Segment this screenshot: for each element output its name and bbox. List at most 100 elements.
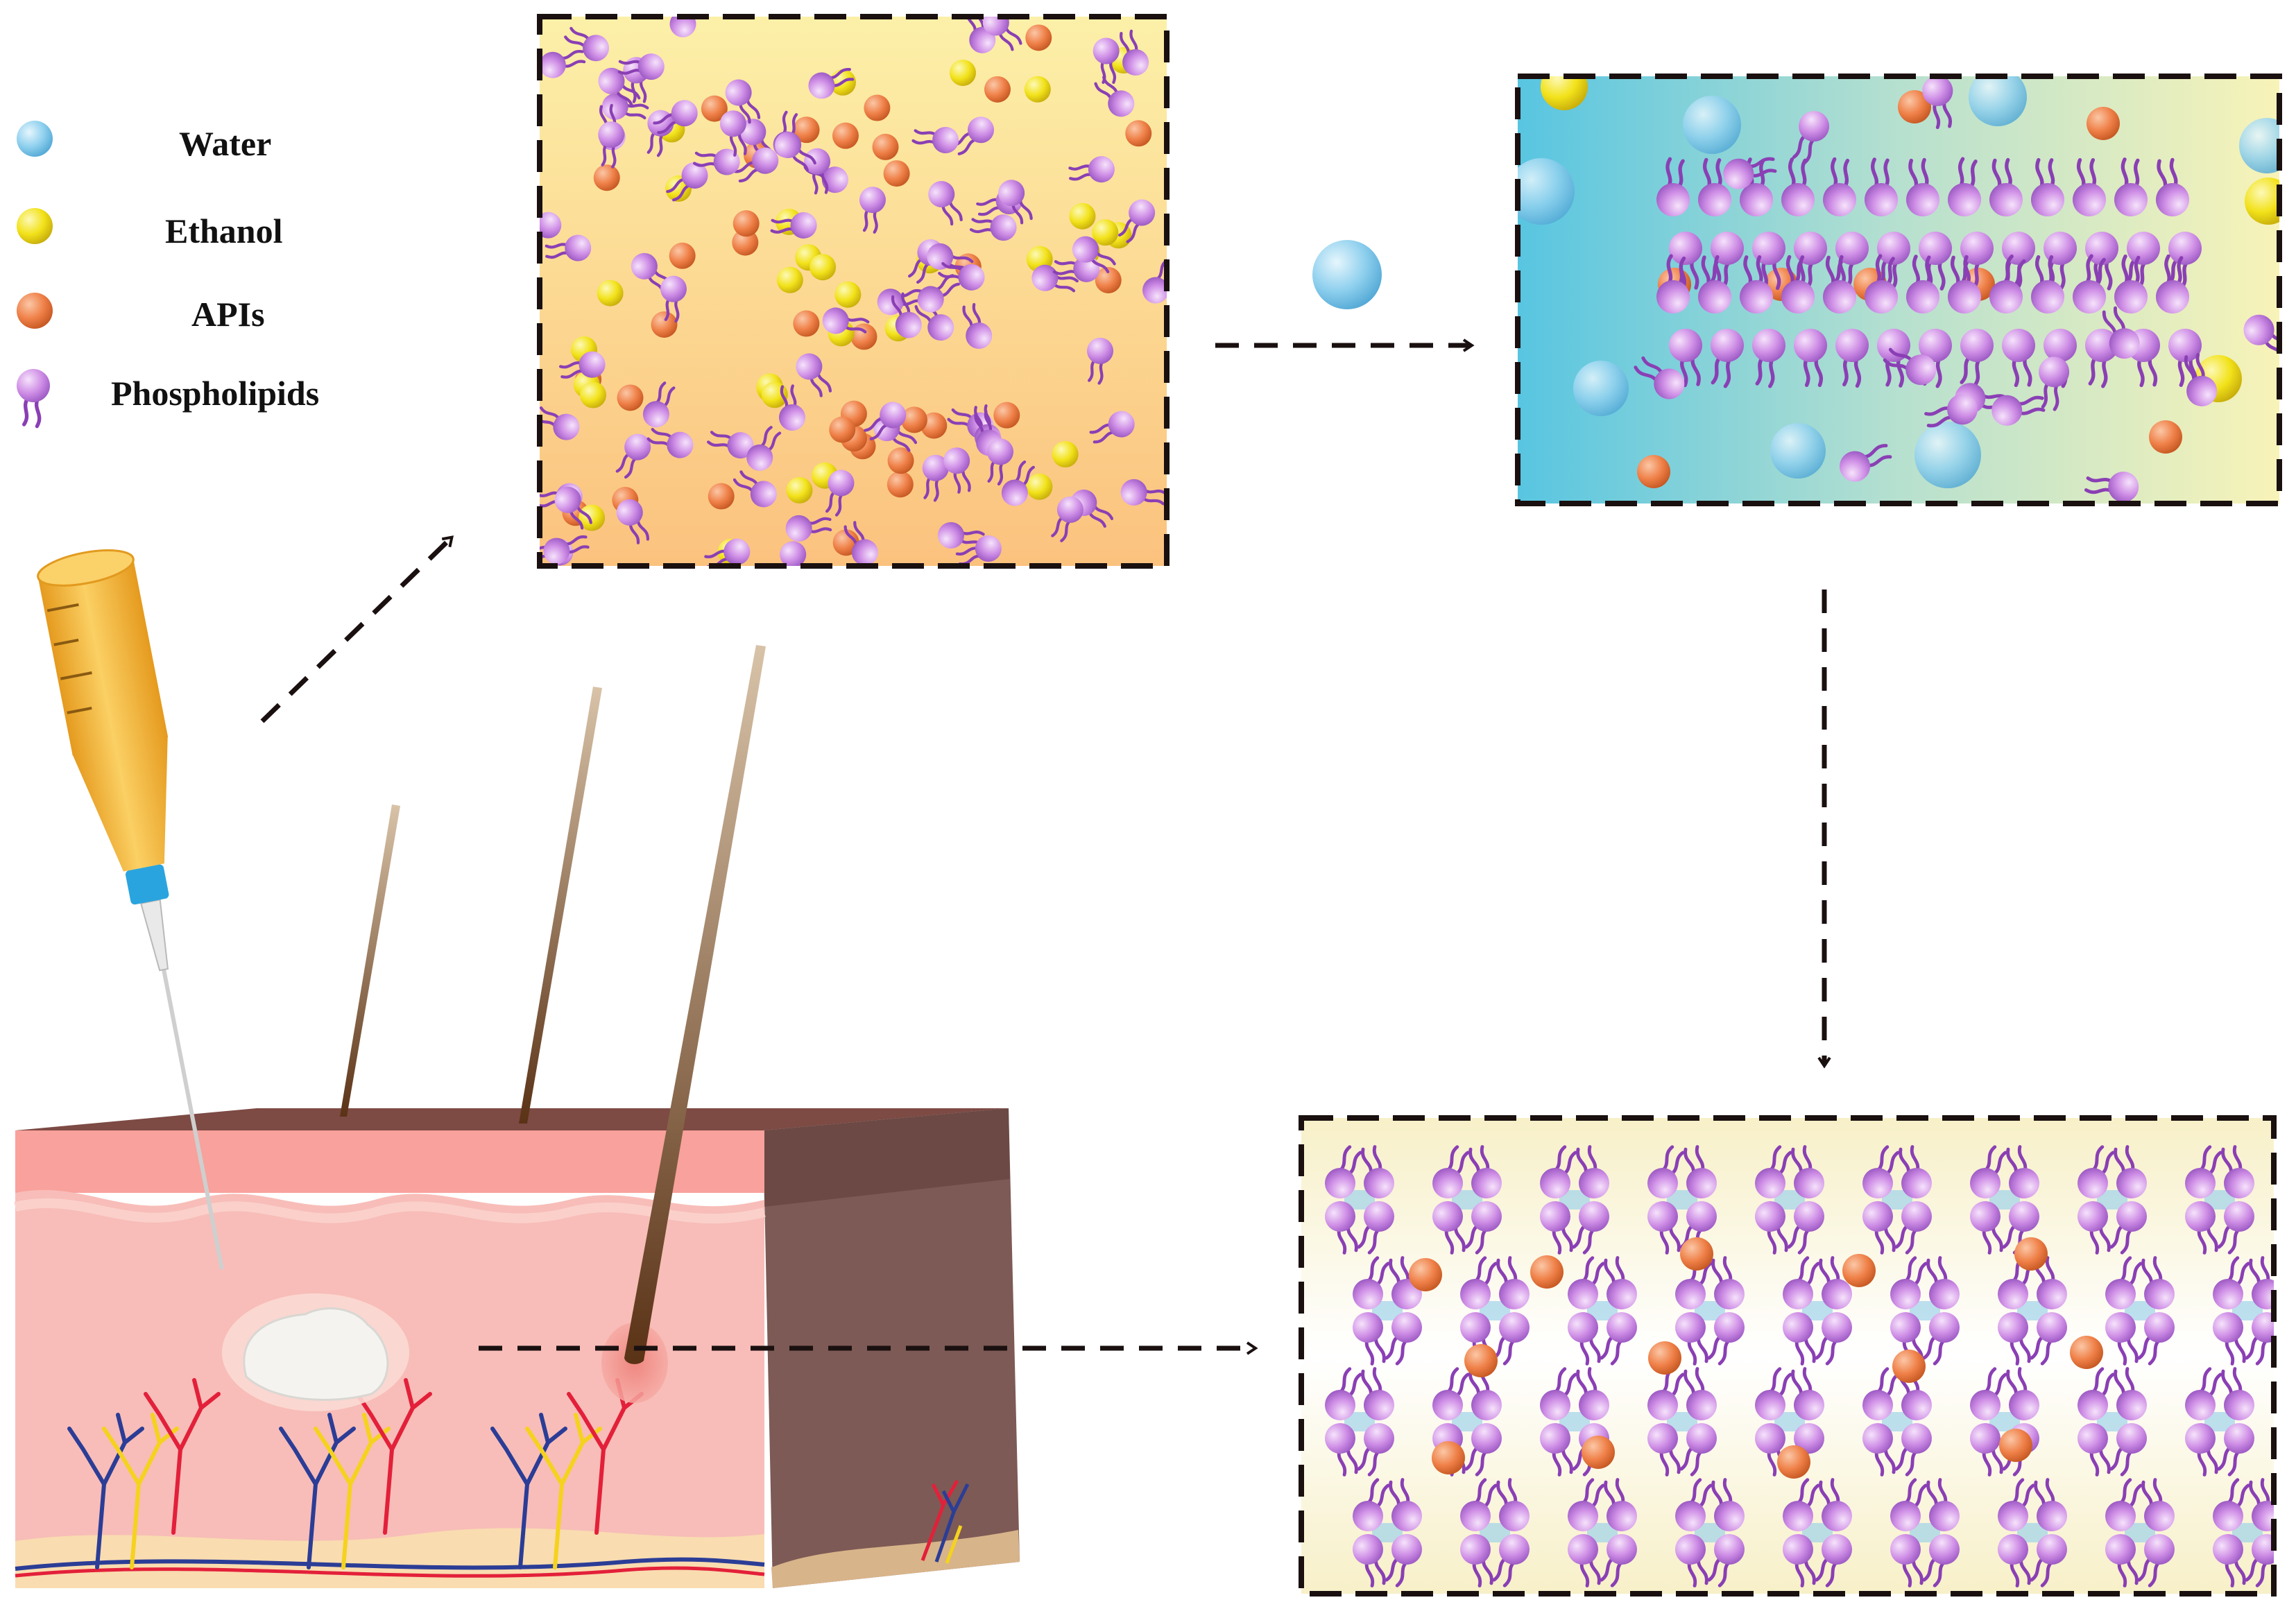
vessel-tree-blue (279, 1413, 356, 1569)
api-molecule (993, 402, 1020, 429)
ethanol-molecule (1541, 76, 1588, 110)
phospholipid-molecule (1117, 199, 1156, 243)
phospholipid-molecule (2031, 157, 2064, 216)
skin-top-surface (15, 1108, 1009, 1130)
panel-water-addition (1515, 74, 2282, 506)
phospholipid-molecule (1922, 76, 1953, 130)
phospholipid-molecule (734, 147, 779, 183)
phospholipid-molecule (780, 541, 807, 566)
phospholipid-molecule (725, 79, 761, 124)
phospholipid-molecule (1989, 255, 2026, 313)
phospholipid-molecule (943, 447, 971, 494)
phospholipid-molecule (2221, 1145, 2254, 1198)
ethanol-molecule (809, 254, 837, 281)
api-molecule (829, 416, 856, 443)
phospholipid-molecule (545, 234, 592, 261)
skin-side-vessel-blue (934, 1483, 970, 1563)
ethanol-molecule (786, 476, 813, 504)
phospholipid-molecule (1576, 1145, 1609, 1198)
phospholipid-molecule (969, 214, 1017, 241)
phospholipid-molecule (1634, 356, 1685, 399)
legend-water-symbol (17, 121, 53, 157)
phospholipid-molecule (1468, 1145, 1502, 1198)
api-molecule (617, 384, 644, 411)
phospholipid-molecule (2185, 1423, 2218, 1477)
phospholipid-molecule (2114, 1145, 2147, 1198)
phospholipid-molecule (1926, 1256, 1960, 1309)
phospholipid-molecule (859, 187, 886, 234)
ethanol-molecule (1092, 219, 1119, 246)
phospholipid-molecule (1989, 157, 2023, 216)
legend (17, 121, 53, 429)
api-molecule (793, 117, 820, 144)
skin-side-shade (763, 1108, 1010, 1207)
vessel-tree-red (144, 1378, 221, 1535)
phospholipid-molecule (1540, 1145, 1577, 1198)
phospholipid-molecule (646, 428, 694, 458)
phospholipid-molecule (1568, 1312, 1601, 1366)
hair-short-2 (519, 687, 602, 1124)
phospholipid-molecule (1948, 157, 1981, 216)
phospholipid-molecule (543, 535, 590, 565)
hair-short-1 (340, 804, 400, 1117)
api-molecule (1125, 120, 1152, 147)
ethanol-molecule (1024, 76, 1051, 103)
phospholipid-molecule (1894, 1201, 1932, 1255)
phospholipid-molecule (2213, 1478, 2250, 1531)
phospholipid-molecule (1600, 1534, 1637, 1587)
phospholipid-molecule (1781, 255, 1815, 313)
phospholipid-molecule (1783, 1312, 1816, 1366)
phospholipid-molecule (1783, 1478, 1820, 1531)
phospholipid-molecule (1361, 1145, 1394, 1198)
api-molecule (883, 160, 910, 187)
skin-nerve-line (15, 1557, 765, 1571)
skin-vessel-line (15, 1566, 765, 1578)
api-molecule (832, 122, 859, 149)
phospholipid-molecule (1572, 1201, 1609, 1255)
ethanol-molecule (776, 266, 803, 293)
api-molecule (2014, 1237, 2048, 1271)
phospholipid-molecule (1791, 1145, 1824, 1198)
phospholipid-molecule (2141, 1478, 2175, 1531)
phospholipid-molecule (540, 49, 586, 78)
phospholipid-molecule (1815, 1534, 1852, 1587)
phospholipid-molecule (1325, 1145, 1362, 1198)
legend-label-apis: APIs (191, 295, 265, 334)
phospholipid-molecule (1679, 1423, 1717, 1477)
phospholipid-molecule (2030, 1312, 2067, 1366)
arrow-syringe-to-solution (260, 535, 454, 723)
phospholipid-molecule (540, 406, 580, 440)
phospholipid-molecule (2006, 1145, 2039, 1198)
phospholipid-molecule (1991, 395, 2046, 426)
phospholipid-molecule (1432, 1145, 1470, 1198)
api-molecule (1464, 1344, 1498, 1377)
phospholipid-molecule (2185, 1367, 2222, 1420)
panel-lamellar-structure-molecules (1325, 1145, 2274, 1587)
api-molecule (793, 310, 820, 337)
arrows (260, 338, 1831, 1355)
vessel-tree-yellow (314, 1413, 391, 1569)
phospholipid-molecule (1656, 157, 1690, 216)
phospholipid-molecule (2077, 1201, 2111, 1255)
hairs (340, 645, 766, 1403)
api-molecule (1680, 1237, 1713, 1271)
api-molecule (887, 447, 914, 474)
phospholipid-molecule (1496, 1478, 1530, 1531)
phospholipid-molecule (617, 53, 665, 80)
phospholipid-molecule (1353, 1256, 1390, 1309)
phospholipid-molecule (1890, 1256, 1928, 1309)
phospholipid-molecule (1862, 1423, 1896, 1477)
phospholipid-molecule (1970, 1367, 2007, 1420)
phospholipid-molecule (598, 121, 625, 169)
phospholipid-molecule (2217, 1201, 2254, 1255)
phospholipid-molecule (2114, 254, 2148, 313)
skin-side-vessel-red (920, 1479, 959, 1561)
phospholipid-molecule (2114, 157, 2148, 216)
syringe-scale-marks (46, 603, 92, 714)
phospholipid-molecule (601, 93, 649, 120)
phospholipid-molecule (1093, 37, 1120, 84)
phospholipid-molecule (1819, 1256, 1852, 1309)
phospholipid-molecule (598, 67, 641, 107)
phospholipid-molecule (1464, 1423, 1502, 1477)
phospholipid-molecule (2137, 1312, 2175, 1366)
